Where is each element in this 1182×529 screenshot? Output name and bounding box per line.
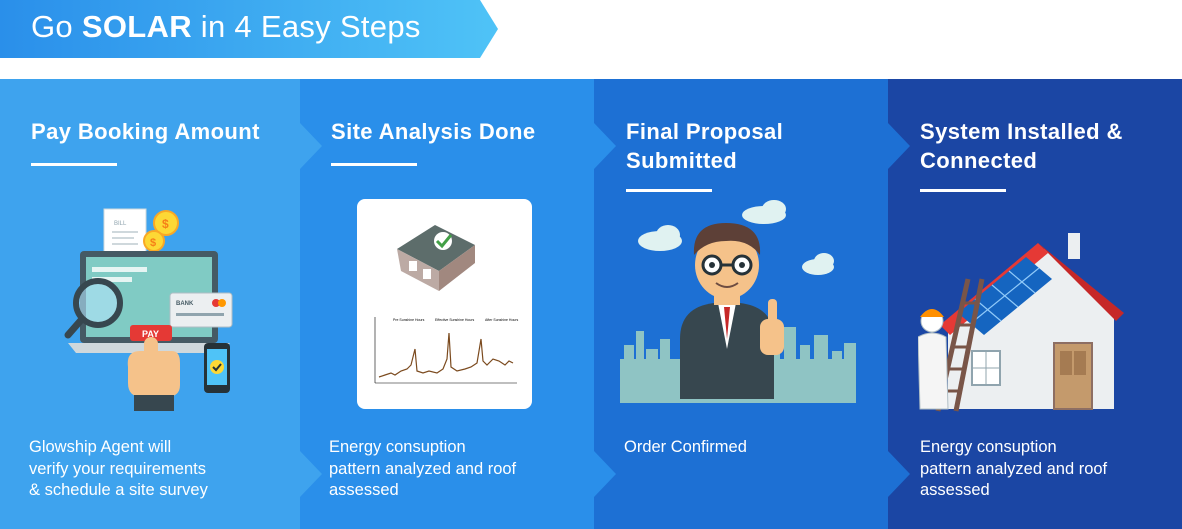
step-4-panel: System Installed & Connected <box>888 79 1182 529</box>
chart-label-3: After Sunshine Hours <box>485 318 519 322</box>
step-1-panel: Pay Booking Amount BILL $ $ <box>0 79 300 529</box>
step-3-panel: Final Proposal Submitted <box>594 79 888 529</box>
hand-pointer-icon <box>127 337 180 411</box>
step-1-description: Glowship Agent will verify your requirem… <box>29 437 274 502</box>
receipt-icon: BILL <box>103 208 147 258</box>
step-2-desc-line-3: assessed <box>329 481 399 499</box>
step-1-rule <box>31 163 117 166</box>
step-3-rule <box>626 189 712 192</box>
title-bold: SOLAR <box>81 9 192 44</box>
bill-label: BILL <box>114 221 127 227</box>
step-2-desc-line-1: Energy consuption <box>329 438 466 456</box>
step-1-desc-line-3: & schedule a site survey <box>29 481 208 499</box>
worker-ladder-icon <box>918 278 985 412</box>
svg-text:$: $ <box>162 217 169 231</box>
line-chart-icon: Pre Sunshine Hours Effective Sunshine Ho… <box>374 317 519 384</box>
step-4-title: System Installed & Connected <box>920 117 1123 175</box>
coin-icon: $ $ <box>143 210 179 252</box>
pay-label: PAY <box>142 329 159 339</box>
page-title: Go SOLAR in 4 Easy Steps <box>31 9 421 45</box>
proposal-illustration <box>620 200 856 403</box>
pay-button-graphic <box>130 325 172 341</box>
step-2-description: Energy consuption pattern analyzed and r… <box>329 437 574 502</box>
svg-text:$: $ <box>150 237 156 249</box>
phone-check-icon <box>204 343 230 393</box>
step-3-title-line-2: Submitted <box>626 148 738 173</box>
step-4-desc-line-3: assessed <box>920 481 990 499</box>
step-2-rule <box>331 163 417 166</box>
title-suffix: in 4 Easy Steps <box>191 9 421 44</box>
step-4-description: Energy consuption pattern analyzed and r… <box>920 437 1165 502</box>
step-3-chevron <box>594 123 616 497</box>
solar-house-icon <box>940 233 1124 410</box>
step-3-desc-line-1: Order Confirmed <box>624 438 747 456</box>
step-4-title-line-1: System Installed & <box>920 119 1123 144</box>
step-1-title: Pay Booking Amount <box>31 119 260 144</box>
step-3-title: Final Proposal Submitted <box>626 117 783 175</box>
businessman-thumbs-up-icon <box>680 223 784 399</box>
cloud-icon <box>638 200 834 275</box>
installation-illustration <box>918 233 1124 412</box>
step-2-panel: Site Analysis Done Pre Sunshine Hours Ef… <box>300 79 594 529</box>
step-1-desc-line-1: Glowship Agent will <box>29 438 172 456</box>
step-3-title-line-1: Final Proposal <box>626 119 784 144</box>
step-1-desc-line-2: verify your requirements <box>29 459 206 478</box>
booking-illustration: BILL $ $ BANK <box>64 208 233 411</box>
chart-label-2: Effective Sunshine Hours <box>435 318 474 322</box>
step-4-rule <box>920 189 1006 192</box>
magnifier-icon <box>64 278 123 339</box>
bank-label: BANK <box>176 301 194 307</box>
step-4-desc-line-2: pattern analyzed and roof <box>920 459 1108 478</box>
site-analysis-illustration: Pre Sunshine Hours Effective Sunshine Ho… <box>374 225 519 384</box>
bank-card-icon: BANK <box>169 292 233 328</box>
title-prefix: Go <box>31 9 82 44</box>
step-4-chevron <box>888 123 910 497</box>
step-2-desc-line-2: pattern analyzed and roof <box>329 459 517 478</box>
step-2-title: Site Analysis Done <box>331 119 536 144</box>
step-4-title-line-2: Connected <box>920 148 1038 173</box>
chart-label-1: Pre Sunshine Hours <box>393 318 425 322</box>
site-analysis-card: Pre Sunshine Hours Effective Sunshine Ho… <box>357 199 532 409</box>
header-banner: Go SOLAR in 4 Easy Steps <box>0 0 500 58</box>
step-2-chevron <box>300 123 322 497</box>
step-3-description: Order Confirmed <box>624 437 869 459</box>
steps-strip: Pay Booking Amount BILL $ $ <box>0 79 1182 529</box>
step-4-desc-line-1: Energy consuption <box>920 438 1057 456</box>
house-check-icon <box>397 225 475 291</box>
banner-background <box>0 0 498 58</box>
